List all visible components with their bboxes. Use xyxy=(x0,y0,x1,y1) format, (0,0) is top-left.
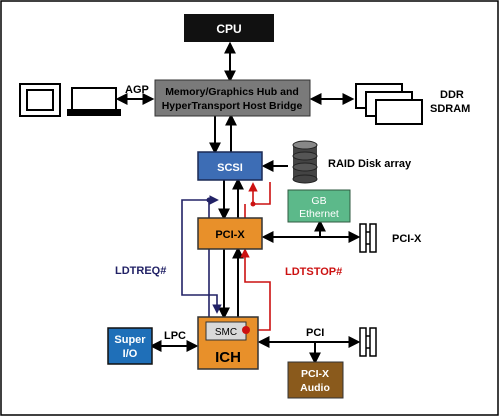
pcix-label: PCI-X xyxy=(215,229,245,241)
gb-ethernet-label-line2: Ethernet xyxy=(299,208,339,220)
ich-label: ICH xyxy=(215,349,241,366)
ddr-label-line2: SDRAM xyxy=(430,103,470,115)
super-io-label-line1: Super xyxy=(114,334,146,346)
scsi-label: SCSI xyxy=(217,162,243,174)
pcix-audio-label-line1: PCI-X xyxy=(301,368,329,380)
ldtreq-label: LDTREQ# xyxy=(115,265,166,277)
black-connections xyxy=(115,41,361,365)
raid-disk-icon xyxy=(292,140,318,184)
ldtstop-label: LDTSTOP# xyxy=(285,266,342,278)
pcix-audio-block xyxy=(287,361,344,399)
hub-label-line2: HyperTransport Host Bridge xyxy=(162,100,303,112)
scsi-block xyxy=(197,151,263,181)
agp-label: AGP xyxy=(125,84,149,96)
pcix-slot-label: PCI-X xyxy=(392,233,422,245)
hub-label-line1: Memory/Graphics Hub and xyxy=(165,86,299,98)
pcix-block xyxy=(197,217,263,250)
monitor-icon xyxy=(19,83,61,117)
cpu-label: CPU xyxy=(216,22,241,36)
pci-slot-icon xyxy=(359,327,377,357)
gb-ethernet-block xyxy=(287,189,351,223)
graphics-card-icon xyxy=(67,87,121,116)
pcix-audio-label-line2: Audio xyxy=(300,382,330,394)
ldtreq-signal xyxy=(181,195,222,317)
ldtstop-signal xyxy=(240,182,271,331)
pci-label: PCI xyxy=(306,327,324,339)
ich-block xyxy=(197,316,259,370)
super-io-block xyxy=(107,327,153,365)
pcix-slot-icon xyxy=(359,223,377,253)
ddr-label-line1: DDR xyxy=(440,89,464,101)
super-io-label-line2: I/O xyxy=(123,348,138,360)
hub-block xyxy=(154,79,311,117)
gb-ethernet-label-line1: GB xyxy=(311,195,326,207)
ddr-memory-icon xyxy=(355,83,423,125)
smc-label: SMC xyxy=(215,327,237,338)
lpc-label: LPC xyxy=(164,330,186,342)
raid-label: RAID Disk array xyxy=(328,158,412,170)
cpu-block xyxy=(184,14,274,42)
